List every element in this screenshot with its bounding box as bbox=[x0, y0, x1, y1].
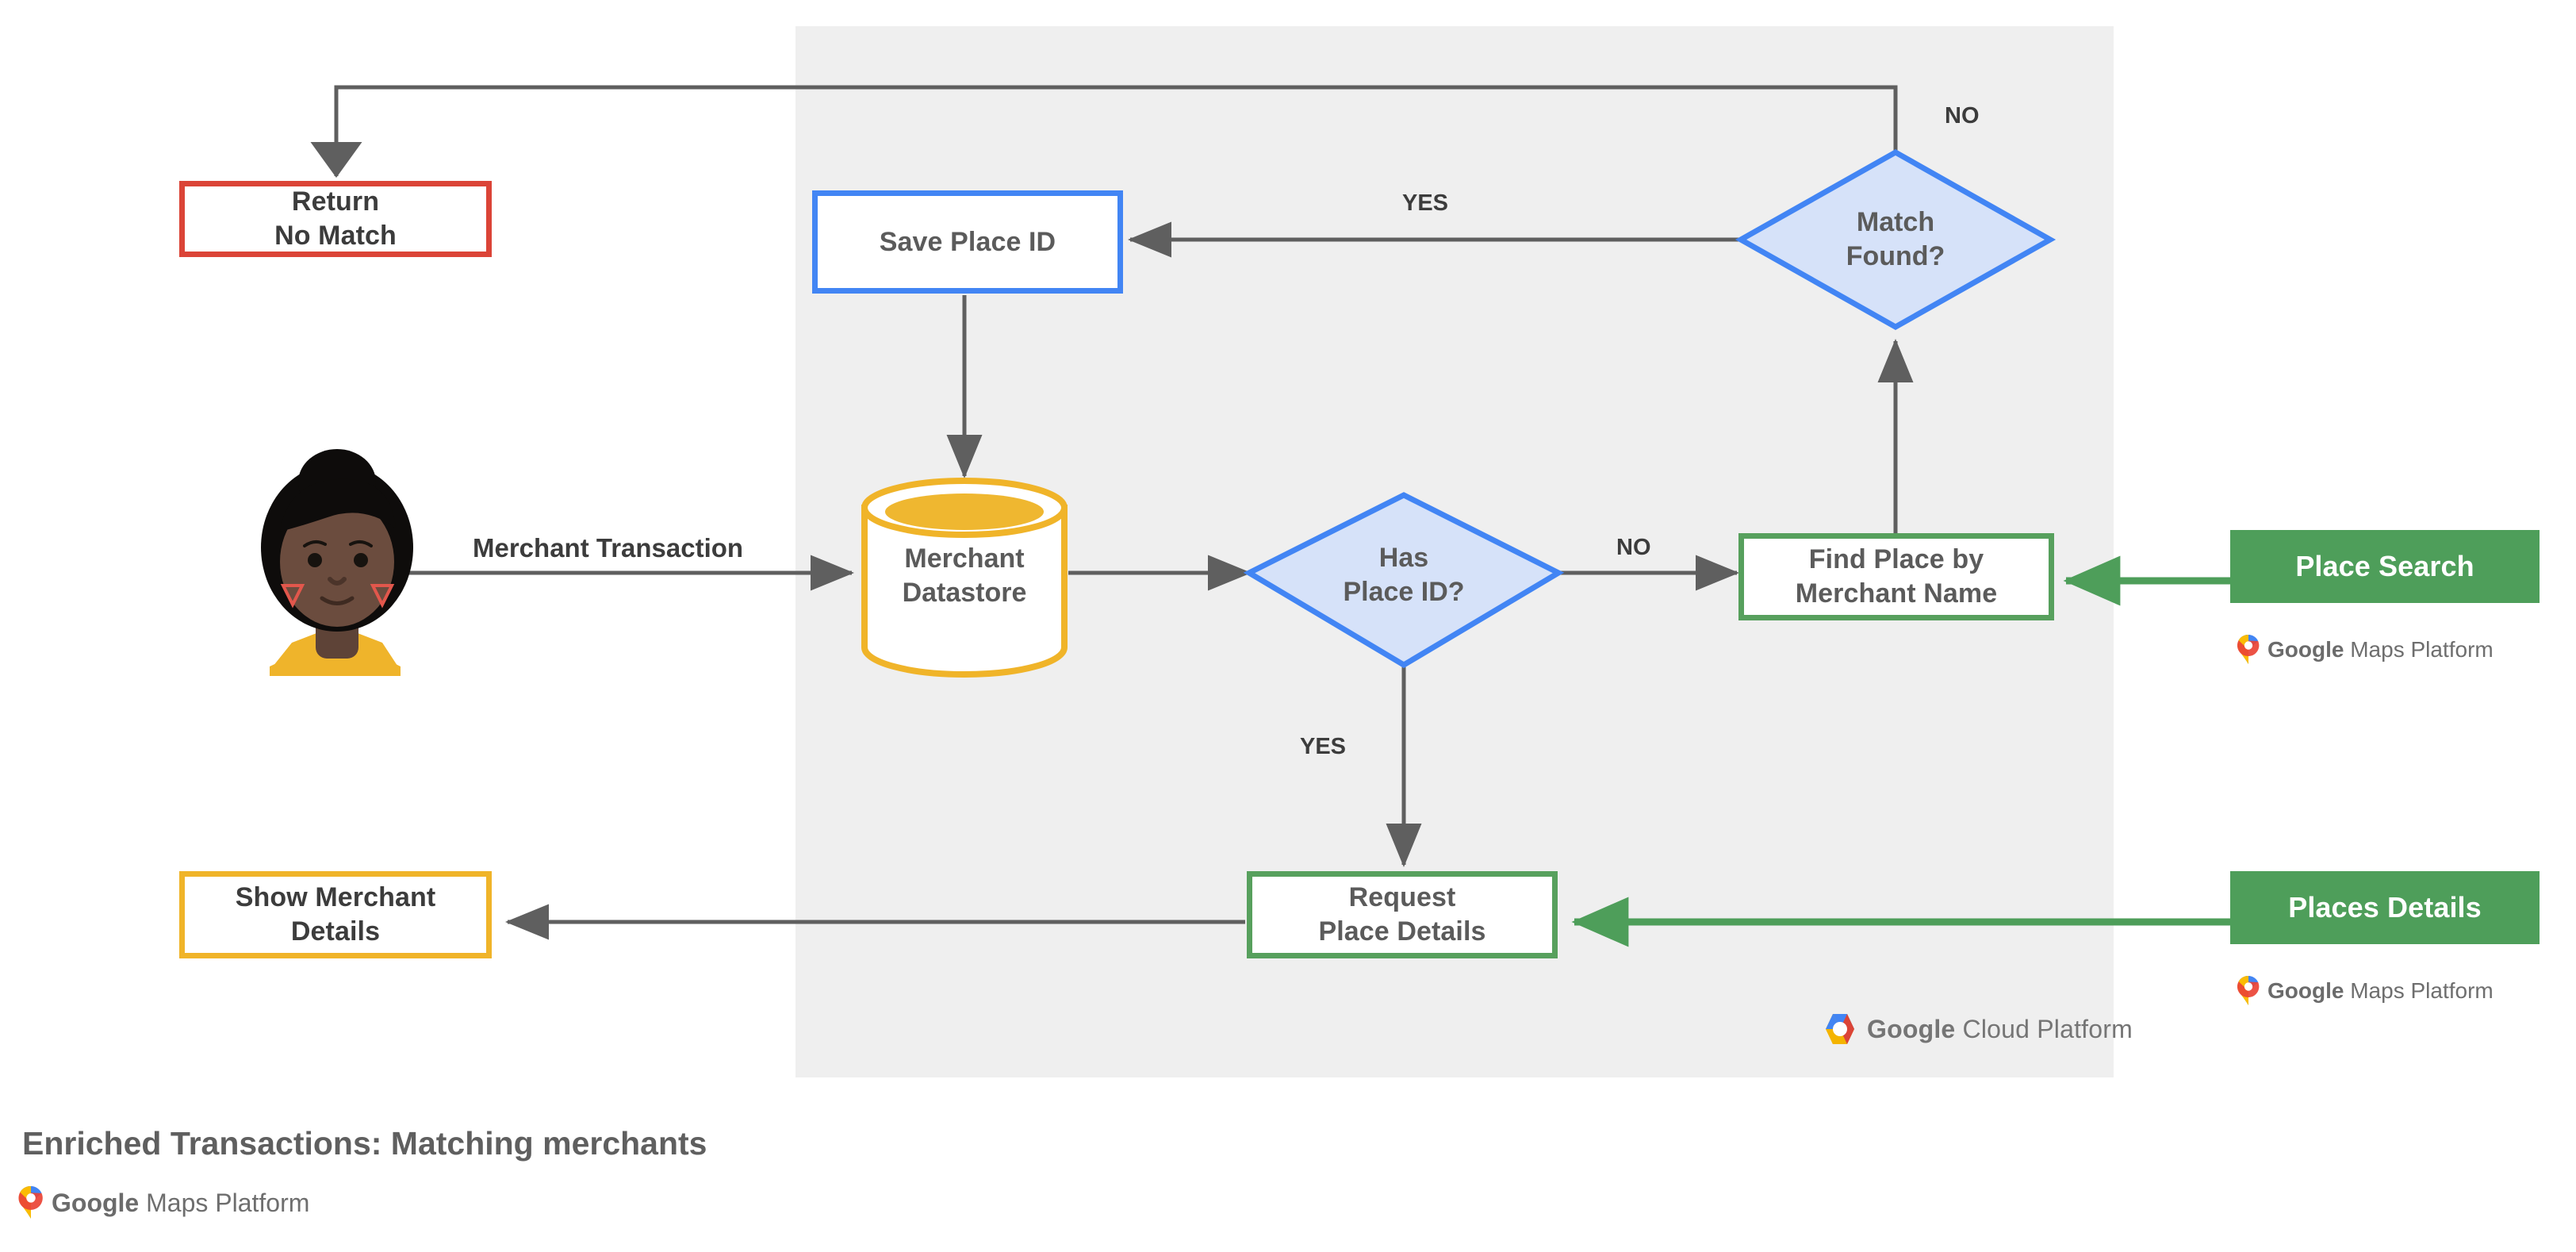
node-place-search-label: Place Search bbox=[2295, 550, 2474, 583]
edge-label-has-place-id-no: NO bbox=[1616, 535, 1651, 560]
node-return-no-match-label: Return No Match bbox=[274, 186, 397, 251]
edge-label-match-found-yes: YES bbox=[1402, 190, 1449, 216]
maps-platform-logo-caption: Google Maps Platform bbox=[17, 1186, 309, 1219]
has-place-id-diamond-shape bbox=[1243, 492, 1565, 669]
cloud-platform-wordmark: Google Cloud Platform bbox=[1867, 1014, 2133, 1043]
node-find-place-by-merchant-name[interactable]: Find Place by Merchant Name bbox=[1738, 533, 2054, 620]
node-return-no-match[interactable]: Return No Match bbox=[179, 181, 492, 257]
edge-label-merchant-transaction: Merchant Transaction bbox=[473, 533, 744, 563]
diagram-caption: Enriched Transactions: Matching merchant… bbox=[22, 1125, 707, 1162]
maps-platform-logo-place-search: Google Maps Platform bbox=[2237, 635, 2494, 665]
edge-label-has-place-id-yes: YES bbox=[1300, 734, 1347, 759]
maps-platform-wordmark: Google Maps Platform bbox=[2267, 637, 2494, 662]
match-found-diamond-shape bbox=[1735, 148, 2057, 331]
node-show-merchant-details[interactable]: Show Merchant Details bbox=[179, 871, 492, 958]
cloud-platform-logo: Google Cloud Platform bbox=[1822, 1012, 2133, 1047]
edge-label-match-found-no: NO bbox=[1945, 103, 1980, 129]
merchant-datastore-shape bbox=[861, 478, 1068, 678]
node-show-merchant-details-label: Show Merchant Details bbox=[235, 882, 436, 947]
google-maps-pin-icon bbox=[2237, 635, 2260, 664]
node-request-place-details[interactable]: Request Place Details bbox=[1247, 871, 1558, 958]
node-request-place-details-label: Request Place Details bbox=[1318, 882, 1486, 947]
maps-platform-wordmark: Google Maps Platform bbox=[52, 1188, 310, 1217]
google-cloud-hexagon-icon bbox=[1826, 1014, 1854, 1044]
edge-match-found-no bbox=[310, 85, 1898, 178]
node-places-details[interactable]: Places Details bbox=[2230, 871, 2540, 944]
node-places-details-label: Places Details bbox=[2288, 891, 2482, 924]
maps-platform-logo-places-details: Google Maps Platform bbox=[2237, 976, 2494, 1006]
google-maps-pin-icon bbox=[18, 1186, 43, 1219]
google-maps-pin-icon bbox=[2237, 976, 2260, 1005]
node-save-place-id[interactable]: Save Place ID bbox=[812, 190, 1123, 294]
node-place-search[interactable]: Place Search bbox=[2230, 530, 2540, 603]
maps-platform-wordmark: Google Maps Platform bbox=[2267, 978, 2494, 1003]
node-find-place-by-merchant-name-label: Find Place by Merchant Name bbox=[1795, 544, 1998, 609]
node-save-place-id-label: Save Place ID bbox=[879, 226, 1056, 257]
customer-avatar bbox=[261, 449, 413, 676]
